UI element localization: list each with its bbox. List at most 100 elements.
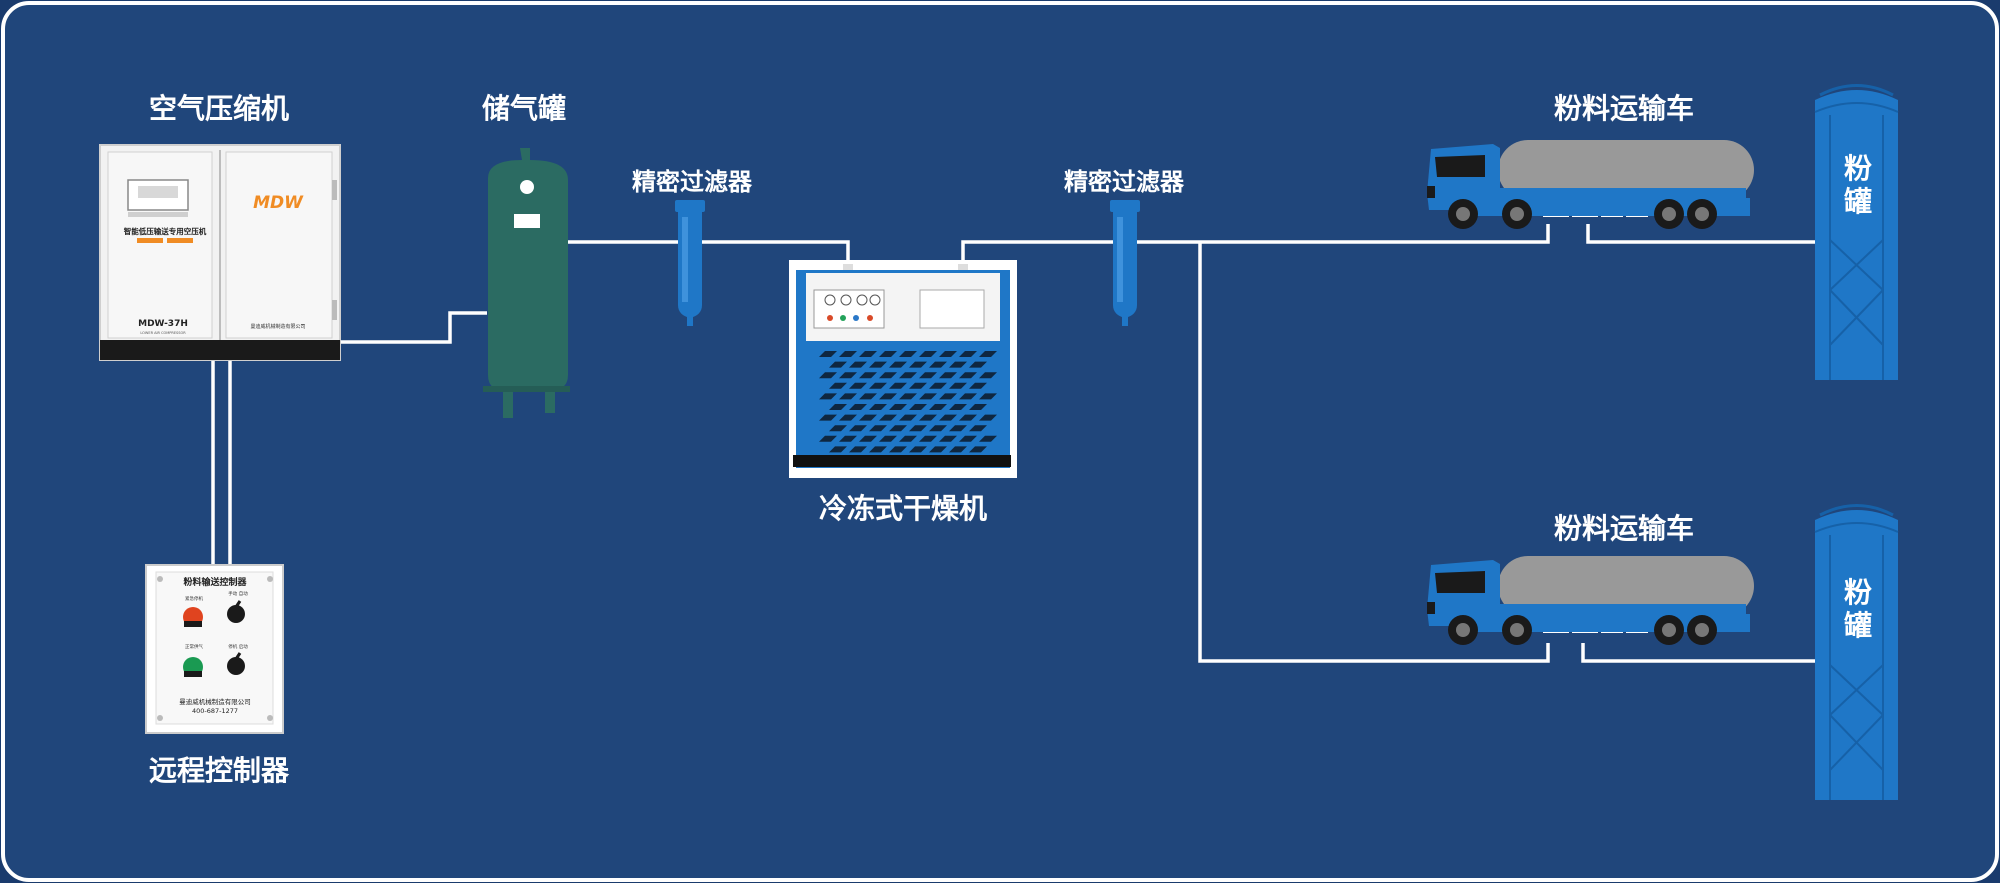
controller-sw1-label: 手动 自动 xyxy=(228,590,248,597)
dryer-grille-slot xyxy=(919,393,937,400)
compressor-model: MDW-37H xyxy=(138,319,188,329)
dryer-grille-slot xyxy=(929,382,947,389)
pipes xyxy=(211,224,1815,663)
dryer-grille-slot xyxy=(839,351,857,357)
dryer-grille-slot xyxy=(899,393,917,400)
dryer-grille-slot xyxy=(909,361,927,368)
dryer-grille-slot xyxy=(859,372,877,379)
dryer-grille-slot xyxy=(949,404,967,410)
dryer-grille-slot xyxy=(849,425,867,432)
precision-filter-1[interactable] xyxy=(675,200,705,326)
dryer-grille-slot xyxy=(889,446,907,453)
dryer-grille-slot xyxy=(979,351,997,357)
dryer-grille-slot xyxy=(929,404,947,410)
precision-filter-2[interactable] xyxy=(1110,200,1140,326)
dryer-grille-slot xyxy=(949,425,967,432)
compressor-maker: 曼迪威机械制造有限公司 xyxy=(250,323,305,330)
dryer-grille-slot xyxy=(969,446,987,453)
dryer-grille-slot xyxy=(909,425,927,432)
dryer-grille-slot xyxy=(819,393,837,400)
powder-truck-2[interactable] xyxy=(1427,556,1754,645)
dryer-grille-slot xyxy=(939,372,957,379)
dryer-grille-slot xyxy=(879,414,897,421)
dryer-grille-slot xyxy=(939,393,957,400)
dryer-grille-slot xyxy=(859,435,877,442)
dryer-grille-slot xyxy=(929,425,947,432)
label-truck-2: 粉料运输车 xyxy=(1554,512,1694,545)
compressor-brand: MDW xyxy=(253,193,304,213)
air-tank[interactable] xyxy=(483,148,570,418)
dryer-grille-slot xyxy=(909,382,927,389)
dryer-grille-slot xyxy=(819,351,837,357)
dryer-grille-slot xyxy=(959,414,977,421)
dryer-grille-slot xyxy=(819,435,837,442)
pipe-silo1 xyxy=(1586,224,1815,244)
dryer-grille-slot xyxy=(829,446,847,453)
compressor-model-sub: LOWER AIR COMPRESSOR xyxy=(140,331,186,335)
dryer-grille-slot xyxy=(969,361,987,368)
dryer-grille-slot xyxy=(849,361,867,368)
dryer-grille-slot xyxy=(839,372,857,379)
silo-2-char-2: 罐 xyxy=(1844,609,1872,642)
start-switch[interactable] xyxy=(227,657,245,675)
dryer-display xyxy=(919,289,985,329)
dryer-grille-slot xyxy=(869,382,887,389)
dryer-grille-slot xyxy=(879,393,897,400)
silo-1-char-1: 粉 xyxy=(1844,152,1872,185)
dryer-grille-slot xyxy=(939,351,957,357)
dryer-grille-slot xyxy=(959,435,977,442)
label-compressor: 空气压缩机 xyxy=(149,92,289,125)
label-dryer: 冷冻式干燥机 xyxy=(819,492,987,525)
dryer-grille-slot xyxy=(879,435,897,442)
dryer-grille-slot xyxy=(969,404,987,410)
compressor-title: 智能低压输送专用空压机 xyxy=(124,226,207,236)
dryer-grille-slot xyxy=(879,372,897,379)
dryer-grille-slot xyxy=(929,361,947,368)
dryer-grille-slot xyxy=(959,372,977,379)
pipe-tank-dryer xyxy=(565,240,850,262)
dryer-grille-slot xyxy=(869,361,887,368)
pipe-silo2 xyxy=(1581,643,1815,663)
label-controller: 远程控制器 xyxy=(149,754,290,787)
dryer-grille-slot xyxy=(979,414,997,421)
dryer-grille-slot xyxy=(919,351,937,357)
dryer-grille-slot xyxy=(919,435,937,442)
dryer-grille-slot xyxy=(979,372,997,379)
dryer-grille-slot xyxy=(929,446,947,453)
dryer-grille-slot xyxy=(869,425,887,432)
dryer-grille-slot xyxy=(839,414,857,421)
tank-gauge xyxy=(520,180,534,194)
remote-controller[interactable]: 粉料输送控制器 紧急停机 手动 自动 正常供气 停机 启动 曼迪威机械制造有限公… xyxy=(145,564,284,734)
mode-switch[interactable] xyxy=(227,605,245,623)
powder-silo-2[interactable]: 粉 罐 xyxy=(1814,504,1899,801)
pipe-branch xyxy=(1198,242,1550,663)
dryer-grille-slot xyxy=(889,382,907,389)
dryer-grille-slot xyxy=(819,414,837,421)
dryer-grille-slot xyxy=(939,435,957,442)
dryer-grille-slot xyxy=(889,425,907,432)
dryer-grille-slot xyxy=(959,351,977,357)
dryer-grille-slot xyxy=(899,351,917,357)
dryer-grille-slot xyxy=(909,404,927,410)
air-compressor[interactable]: MDW 智能低压输送专用空压机 MDW-37H LOWER AIR COMPRE… xyxy=(99,144,341,361)
dryer-grille-slot xyxy=(849,404,867,410)
silo-2-char-1: 粉 xyxy=(1844,576,1872,609)
refrigerated-dryer[interactable] xyxy=(789,260,1017,478)
dryer-grille-slot xyxy=(879,351,897,357)
dryer-grille-slot xyxy=(969,425,987,432)
dryer-grille-slot xyxy=(829,404,847,410)
dryer-grille-slot xyxy=(919,372,937,379)
powder-truck-1[interactable] xyxy=(1427,140,1754,229)
dryer-grille-slot xyxy=(829,361,847,368)
dryer-grille-slot xyxy=(979,393,997,400)
dryer-grille-slot xyxy=(859,393,877,400)
dryer-grille-slot xyxy=(849,382,867,389)
dryer-grille-slot xyxy=(839,393,857,400)
controller-phone: 400-687-1277 xyxy=(192,707,238,715)
dryer-grille-slot xyxy=(899,435,917,442)
dryer-grille-slot xyxy=(979,435,997,442)
powder-silo-1[interactable]: 粉 罐 xyxy=(1814,84,1899,381)
label-filter-2: 精密过滤器 xyxy=(1064,168,1185,196)
label-truck-1: 粉料运输车 xyxy=(1554,92,1694,125)
